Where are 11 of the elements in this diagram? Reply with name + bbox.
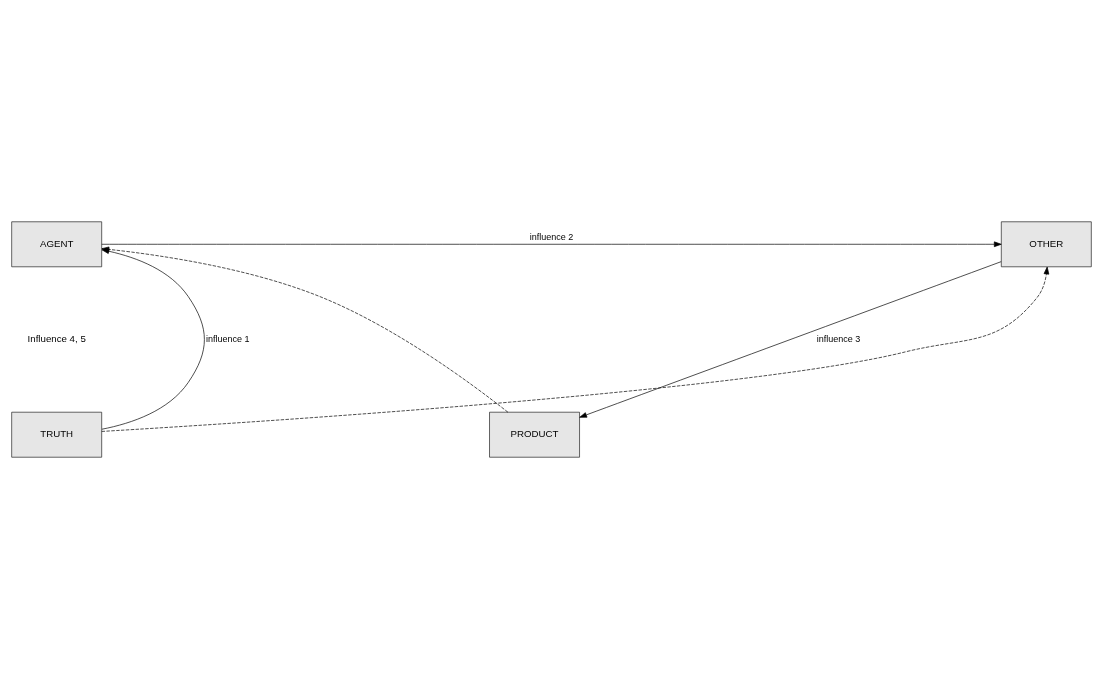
edge-label: influence 3 [816,333,861,344]
node-box: OTHER [1000,220,1092,267]
label: Influence 4, 5 [27,332,86,344]
edge-label: influence 1 [205,333,250,344]
arrow [579,260,1002,418]
arrow [101,241,1002,247]
node-box: AGENT [11,220,103,267]
node-box: PRODUCT [489,411,580,458]
node-box: TRUTH [11,411,103,458]
arrow [101,266,1050,432]
edge-label: influence 2 [529,231,574,242]
